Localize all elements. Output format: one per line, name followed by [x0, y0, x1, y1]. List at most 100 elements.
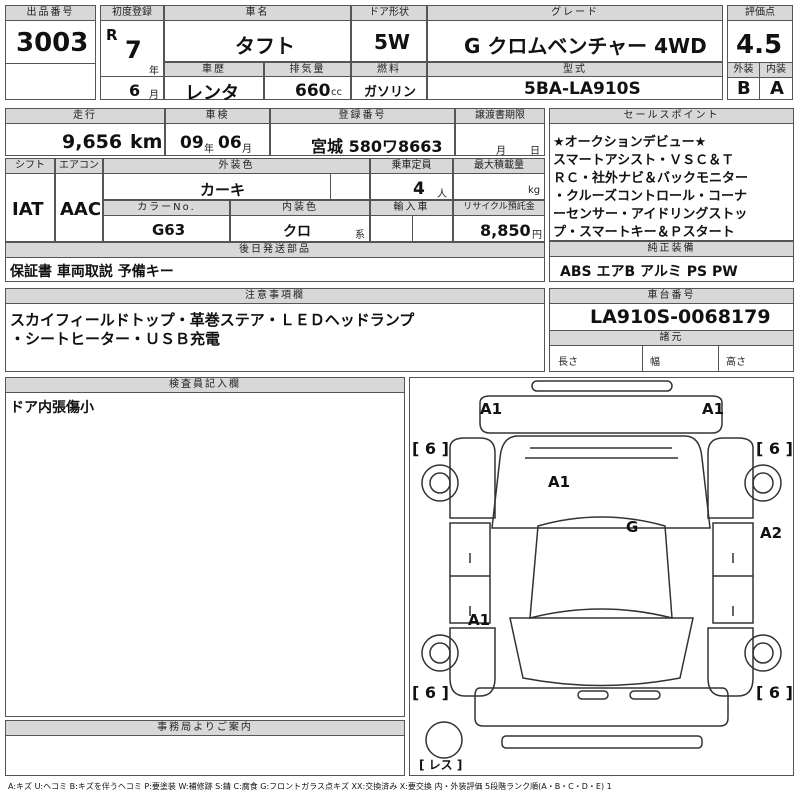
int-color-label: 内装色 — [230, 200, 370, 216]
shift-box: シフト IAT — [5, 158, 55, 242]
score-box: 評価点 4.5 外装 内装 B A — [727, 5, 793, 100]
inspector-value: ドア内張傷小 — [10, 400, 94, 416]
car-name-value: タフト — [235, 34, 295, 58]
first-reg-month-unit: 月 — [149, 90, 159, 101]
lot-label: 出品番号 — [5, 5, 96, 21]
damage-mark-front-right: A1 — [702, 400, 725, 418]
lot-number: 3003 — [16, 28, 89, 58]
specs-width: 幅 — [650, 357, 660, 368]
specs-label: 諸元 — [549, 330, 794, 346]
damage-mark-roof: G — [626, 518, 639, 536]
office-box: 事務局よりご案内 — [5, 720, 405, 776]
chassis-value: LA910S-0068179 — [590, 306, 771, 328]
grade-label: グレード — [427, 5, 723, 21]
aircon-label: エアコン — [55, 158, 103, 174]
chassis-label: 車台番号 — [549, 288, 794, 304]
inspection-year-unit: 年 — [204, 144, 214, 155]
import-divider — [412, 216, 413, 242]
model-label: 型式 — [427, 62, 723, 77]
legend: A:キズ U:ヘコミ B:キズを伴うヘコミ P:要塗装 W:補修跡 S:錆 C:… — [8, 782, 612, 791]
door-box: ドア形状 5W — [351, 5, 427, 62]
specs-height: 高さ — [726, 357, 746, 368]
max-load-unit: kg — [528, 185, 541, 196]
ext-color-divider — [330, 174, 331, 200]
damage-mark-front-left: A1 — [480, 400, 503, 418]
mileage-unit: km — [130, 131, 163, 153]
specs-divider — [642, 345, 643, 371]
tire-mark-front-right: [ 6 ] — [756, 439, 793, 458]
sales-point-line: スマートアシスト・ＶＳＣ＆Ｔ — [553, 153, 735, 168]
aircon-box: エアコン AAC — [55, 158, 103, 242]
fuel-value: ガソリン — [364, 85, 417, 100]
color-no-box: カラーNo. G63 — [103, 200, 230, 242]
score-label: 評価点 — [727, 5, 793, 21]
displacement-label: 排気量 — [264, 62, 351, 77]
notes-line: スカイフィールドトップ・革巻ステア・ＬＥＤヘッドランプ — [10, 311, 415, 329]
ext-color-value: カーキ — [200, 181, 246, 199]
notes-line: ・シートヒーター・ＵＳＢ充電 — [10, 330, 221, 348]
sales-point-line: プ・スマートキー＆Ｐスタート — [553, 225, 735, 240]
displacement-box: 排気量 660 cc — [264, 62, 351, 101]
notes-box: 注意事項欄 スカイフィールドトップ・革巻ステア・ＬＥＤヘッドランプ ・シートヒー… — [5, 288, 545, 372]
mileage-label: 走行 — [5, 108, 165, 124]
office-label: 事務局よりご案内 — [5, 720, 405, 736]
import-label: 輸入車 — [370, 200, 453, 216]
recycle-box: リサイクル預託金 8,850 円 — [453, 200, 545, 242]
door-label: ドア形状 — [351, 5, 427, 21]
car-diagram: A1 A1 A1 G A2 A1 [ 6 ] [ 6 ] [ 6 ] [ 6 ]… — [409, 377, 794, 776]
damage-mark-hood: A1 — [548, 473, 571, 491]
mileage-value: 9,656 — [62, 131, 123, 153]
max-load-label: 最大積載量 — [453, 158, 545, 174]
chassis-box: 車台番号 LA910S-0068179 諸元 長さ 幅 高さ — [549, 288, 794, 372]
history-box: 車歴 レンタ — [164, 62, 264, 104]
exterior-grade-label: 外装 — [727, 62, 760, 78]
first-reg-divider — [101, 76, 163, 77]
first-reg-box: 初度登録 R 7 年 6 月 — [100, 5, 164, 101]
sales-point-line: ★オークションデビュー★ — [553, 135, 707, 150]
ext-color-box: 外装色 カーキ — [103, 158, 370, 200]
transfer-month-unit: 月 — [496, 146, 506, 157]
displacement-value: 660 — [295, 81, 331, 101]
model-box: 型式 5BA-LA910S — [427, 62, 723, 100]
tire-mark-rear-right: [ 6 ] — [756, 683, 793, 702]
first-reg-year: 7 — [125, 36, 142, 64]
mileage-box: 走行 9,656 km — [5, 108, 165, 156]
transfer-day-unit: 日 — [530, 146, 540, 157]
first-reg-label: 初度登録 — [100, 5, 164, 21]
exterior-grade-value: B — [737, 78, 751, 99]
car-diagram-drawing — [421, 380, 782, 759]
color-no-value: G63 — [152, 221, 186, 239]
shift-value: IAT — [12, 199, 44, 220]
spare-tire-mark: [ レス ] — [419, 758, 463, 772]
tire-mark-front-left: [ 6 ] — [412, 439, 449, 458]
fuel-label: 燃料 — [351, 62, 427, 77]
aircon-value: AAC — [60, 199, 102, 220]
specs-divider — [718, 345, 719, 371]
first-reg-era: R — [106, 26, 118, 44]
sales-point-box: セールスポイント ★オークションデビュー★ スマートアシスト・ＶＳＣ＆Ｔ ＲＣ・… — [549, 108, 794, 241]
car-name-box: 車名 タフト — [164, 5, 351, 62]
later-parts-box: 後日発送部品 保証書 車両取説 予備キー — [5, 242, 545, 282]
sales-point-line: ＲＣ・社外ナビ＆バックモニター — [553, 171, 749, 186]
equipment-label: 純正装備 — [549, 241, 794, 257]
car-name-label: 車名 — [164, 5, 351, 21]
fuel-box: 燃料 ガソリン — [351, 62, 427, 100]
grade-box: グレード G クロムベンチャー 4WD — [427, 5, 723, 62]
damage-mark-right-side: A2 — [760, 524, 783, 542]
grade-value: G クロムベンチャー 4WD — [464, 34, 707, 58]
lot-divider — [6, 63, 95, 64]
tire-mark-rear-left: [ 6 ] — [412, 683, 449, 702]
equipment-box: 純正装備 ABS エアB アルミ PS PW — [549, 241, 794, 282]
lot-box: 出品番号 3003 — [5, 5, 96, 100]
capacity-unit: 人 — [437, 189, 447, 200]
shift-label: シフト — [5, 158, 55, 174]
damage-mark-rear-left: A1 — [468, 611, 491, 629]
capacity-value: 4 — [413, 179, 425, 199]
sales-point-line: ・クルーズコントロール・コーナ — [553, 189, 747, 204]
import-box: 輸入車 — [370, 200, 453, 242]
color-no-label: カラーNo. — [103, 200, 230, 216]
inspection-label: 車検 — [165, 108, 270, 124]
door-value: 5W — [374, 30, 410, 54]
int-color-unit: 系 — [355, 230, 365, 241]
interior-grade-label: 内装 — [759, 62, 793, 78]
